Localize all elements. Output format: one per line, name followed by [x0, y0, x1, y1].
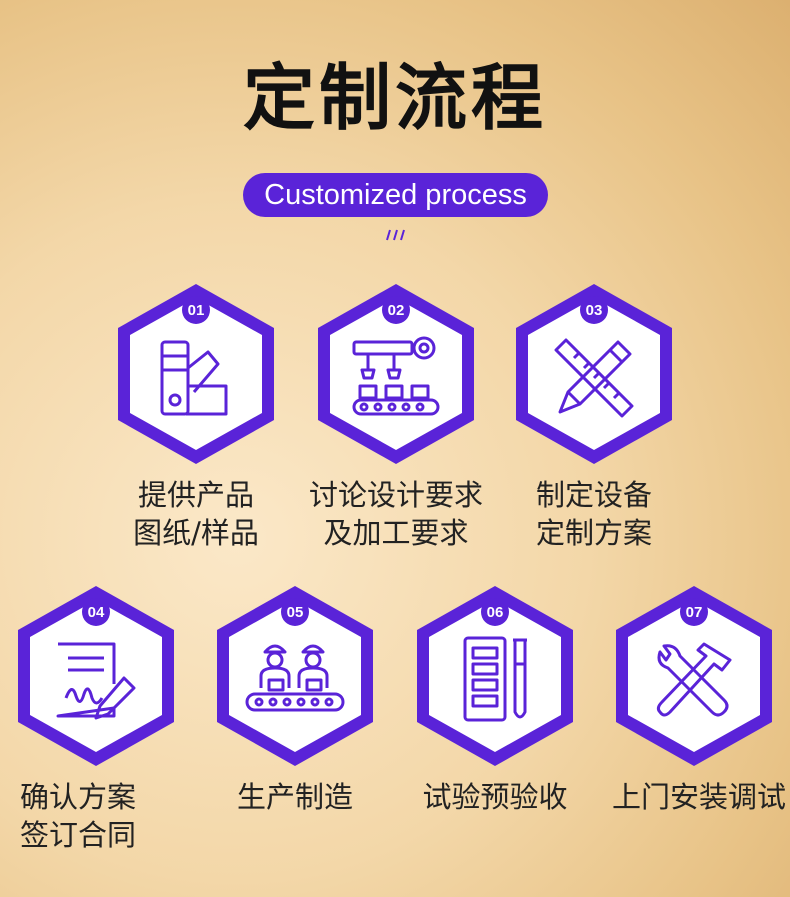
workers-conveyor-icon — [245, 644, 345, 712]
step-07: 07 上门安装调试 — [610, 582, 786, 814]
step-06: 06 试验预验收 — [411, 582, 579, 814]
contract-sign-icon — [56, 642, 136, 720]
ruler-pencil-icon — [554, 338, 634, 418]
step-02: 02 讨论设计要求及加工要求 — [309, 280, 483, 550]
wrench-hammer-icon — [656, 642, 732, 717]
color-swatch-icon — [160, 340, 228, 416]
step-04: 04 确认方案签订合同 — [12, 582, 180, 852]
step-label: 确认方案签订合同 — [20, 780, 137, 852]
page-title: 定制流程 — [242, 56, 547, 140]
step-label: 讨论设计要求及加工要求 — [308, 478, 483, 550]
test-tube-rack-icon — [463, 636, 527, 722]
step-number: 01 — [182, 296, 210, 324]
step-label: 生产制造 — [236, 780, 353, 814]
step-01: 01 提供产品图纸/样品 — [112, 280, 280, 550]
hexagon-frame — [217, 586, 373, 766]
step-number: 02 — [382, 296, 410, 324]
decorative-ticks — [386, 229, 405, 241]
step-label: 试验预验收 — [422, 780, 568, 814]
step-number: 04 — [82, 598, 110, 626]
hexagon-frame — [417, 586, 573, 766]
hexagon-frame — [118, 284, 274, 464]
step-number: 06 — [481, 598, 509, 626]
step-label: 提供产品图纸/样品 — [133, 478, 259, 550]
step-label: 制定设备定制方案 — [535, 478, 652, 550]
hexagon-frame — [318, 284, 474, 464]
step-05: 05 生产制造 — [211, 582, 379, 814]
step-number: 05 — [281, 598, 309, 626]
step-label: 上门安装调试 — [611, 780, 786, 814]
step-03: 03 制定设备定制方案 — [510, 280, 678, 550]
step-number: 03 — [580, 296, 608, 324]
subtitle-badge: Customized process — [243, 173, 548, 217]
step-number: 07 — [680, 598, 708, 626]
assembly-line-icon — [352, 336, 440, 416]
